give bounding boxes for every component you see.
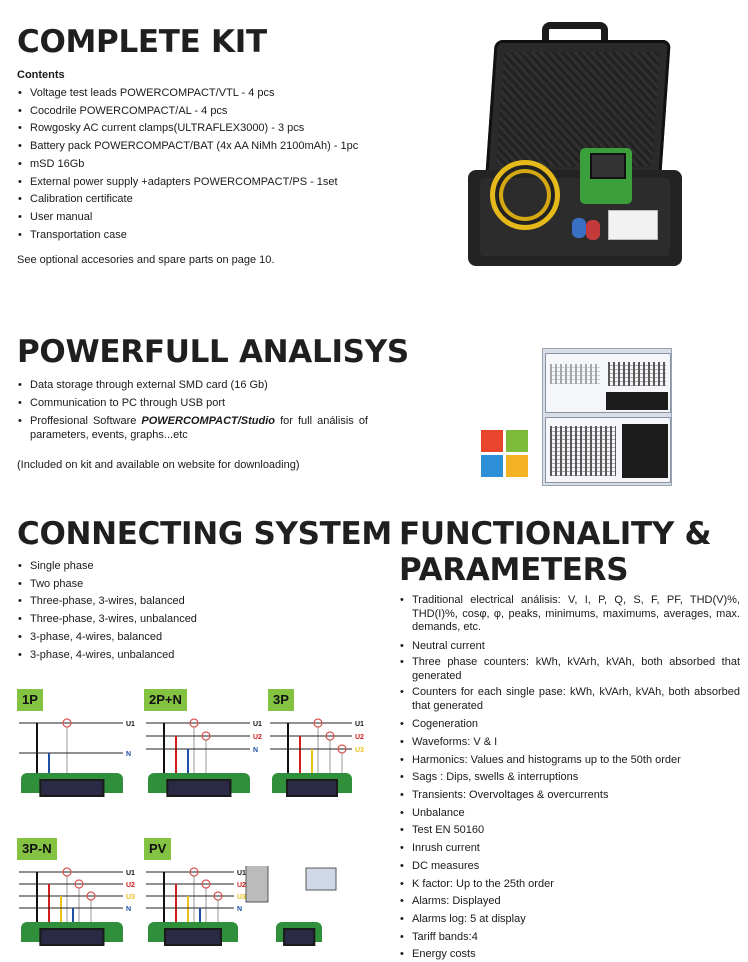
list-item: Rowgosky AC current clamps(ULTRAFLEX3000… xyxy=(18,120,438,138)
list-item: Transportation case xyxy=(18,227,438,245)
analysis-note: (Included on kit and available on websit… xyxy=(17,459,300,471)
software-prefix: Proffesional Software xyxy=(30,415,142,428)
wire-label-n: N xyxy=(253,747,258,754)
connecting-title: CONNECTING SYSTEM xyxy=(17,516,392,552)
wire-label-n: N xyxy=(237,906,242,913)
list-item: Alarms log: 5 at display xyxy=(400,911,740,929)
wire-label-u1: U1 xyxy=(126,721,135,728)
list-item: Waveforms: V & I xyxy=(400,734,740,752)
analyzer-device-icon xyxy=(272,773,352,793)
analysis-list: Data storage through external SMD card (… xyxy=(18,377,368,442)
wire-label-u2: U2 xyxy=(355,734,364,741)
diagram-tag: 3P xyxy=(268,689,294,711)
list-item: Neutral current xyxy=(400,638,740,656)
wire-label-n: N xyxy=(126,751,131,758)
software-name: POWERCOMPACT/Studio xyxy=(141,415,276,428)
wire-label-u1: U1 xyxy=(355,721,364,728)
wire-label-u1: U1 xyxy=(253,721,262,728)
list-item: Cocodrile POWERCOMPACT/AL - 4 pcs xyxy=(18,103,438,121)
list-item: Test EN 50160 xyxy=(400,822,740,840)
software-suffix: for full análisis of parameters, events,… xyxy=(30,415,368,442)
list-item: 3-phase, 4-wires, balanced xyxy=(18,629,358,647)
list-item: Three-phase, 3-wires, balanced xyxy=(18,593,358,611)
list-item: Counters for each single pase: kWh, kVAr… xyxy=(400,686,740,713)
list-item: External power supply +adapters POWERCOM… xyxy=(18,174,438,192)
list-item: Sags : Dips, swells & interruptions xyxy=(400,769,740,787)
contents-label: Contents xyxy=(17,69,65,81)
analyzer-device-icon xyxy=(21,773,123,793)
functionality-title-line1: FUNCTIONALITY & xyxy=(399,516,712,552)
analysis-title: POWERFULL ANALISYS xyxy=(17,334,409,370)
wire-label-u1: U1 xyxy=(126,870,135,877)
transportation-case-image xyxy=(462,20,688,268)
list-item: DC measures xyxy=(400,858,740,876)
wire-label-u3: U3 xyxy=(237,894,246,901)
functionality-list: Traditional electrical análisis: V, I, P… xyxy=(400,594,740,962)
list-item: Calibration certificate xyxy=(18,191,438,209)
list-item: Energy costs xyxy=(400,946,740,962)
wire-label-n: N xyxy=(126,906,131,913)
solar-panel-icon xyxy=(305,867,337,891)
connecting-list: Single phase Two phase Three-phase, 3-wi… xyxy=(18,558,358,664)
software-screenshot xyxy=(542,348,672,486)
functionality-title-line2: PARAMETERS xyxy=(399,552,629,588)
wire-label-u2: U2 xyxy=(237,882,246,889)
list-item: Battery pack POWERCOMPACT/BAT (4x AA NiM… xyxy=(18,138,438,156)
list-item: Proffesional Software POWERCOMPACT/Studi… xyxy=(18,414,368,442)
wire-label-u2: U2 xyxy=(253,734,262,741)
analyzer-device-icon xyxy=(21,922,123,942)
complete-kit-title: COMPLETE KIT xyxy=(17,24,267,60)
diagram-tag: 3P-N xyxy=(17,838,57,860)
wire-label-u3: U3 xyxy=(355,747,364,754)
list-item: Single phase xyxy=(18,558,358,576)
list-item: Communication to PC through USB port xyxy=(18,395,368,413)
list-item: Tariff bands:4 xyxy=(400,929,740,947)
list-item: K factor: Up to the 25th order xyxy=(400,876,740,894)
list-item: Data storage through external SMD card (… xyxy=(18,377,368,395)
analyzer-device-icon xyxy=(148,922,238,942)
list-item: Inrush current xyxy=(400,840,740,858)
functionality-title: FUNCTIONALITY & PARAMETERS xyxy=(399,516,712,588)
wire-label-u2: U2 xyxy=(126,882,135,889)
dc-analyzer-device-icon xyxy=(276,922,322,942)
list-item: Voltage test leads POWERCOMPACT/VTL - 4 … xyxy=(18,85,438,103)
list-item: 3-phase, 4-wires, unbalanced xyxy=(18,647,358,665)
analyzer-device-icon xyxy=(148,773,250,793)
list-item: Transients: Overvoltages & overcurrents xyxy=(400,787,740,805)
list-item: Traditional electrical análisis: V, I, P… xyxy=(400,594,740,635)
list-item: Two phase xyxy=(18,576,358,594)
list-item: User manual xyxy=(18,209,438,227)
diagram-tag: 1P xyxy=(17,689,43,711)
wire-label-u3: U3 xyxy=(126,894,135,901)
list-item: Alarms: Displayed xyxy=(400,893,740,911)
list-item: Three-phase, 3-wires, unbalanced xyxy=(18,611,358,629)
diagram-tag: 2P+N xyxy=(144,689,187,711)
wire-label-u1: U1 xyxy=(237,870,246,877)
list-item: Three phase counters: kWh, kVArh, kVAh, … xyxy=(400,656,740,683)
kit-contents-list: Voltage test leads POWERCOMPACT/VTL - 4 … xyxy=(18,85,438,244)
list-item: mSD 16Gb xyxy=(18,156,438,174)
kit-note: See optional accesories and spare parts … xyxy=(17,254,275,266)
list-item: Unbalance xyxy=(400,805,740,823)
windows-logo-icon xyxy=(481,430,529,478)
diagram-tag: PV xyxy=(144,838,172,860)
inverter-icon xyxy=(245,866,269,903)
list-item: Cogeneration xyxy=(400,716,740,734)
list-item: Harmonics: Values and histograms up to t… xyxy=(400,752,740,770)
wiring-lines: U1N xyxy=(19,718,135,775)
